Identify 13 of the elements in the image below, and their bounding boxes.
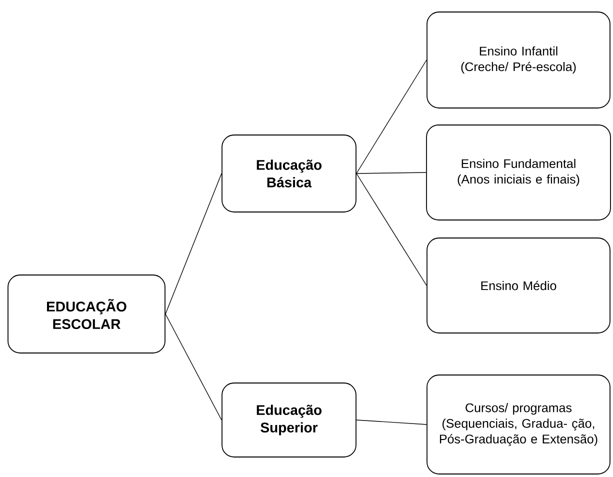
process-box: Educação Básica <box>222 134 356 212</box>
process-box: Cursos/ programas (Sequenciais, Gradua- ção, Pós-Graduação e Extensão) <box>426 374 610 474</box>
process-box: EDUCAÇÃO ESCOLAR <box>8 274 166 354</box>
connector-line <box>356 420 427 425</box>
connector-line <box>356 172 426 174</box>
process-box: Ensino Fundamental (Anos iniciais e finais) <box>426 124 611 220</box>
process-box: Ensino Médio <box>426 238 610 334</box>
connector-line <box>356 60 427 174</box>
process-box: Educação Superior <box>222 382 356 458</box>
connector-line <box>356 173 427 286</box>
connector-line <box>165 314 222 420</box>
process-box: Ensino Infantil (Creche/ Pré-escola) <box>426 12 610 108</box>
connector-line <box>165 173 222 314</box>
